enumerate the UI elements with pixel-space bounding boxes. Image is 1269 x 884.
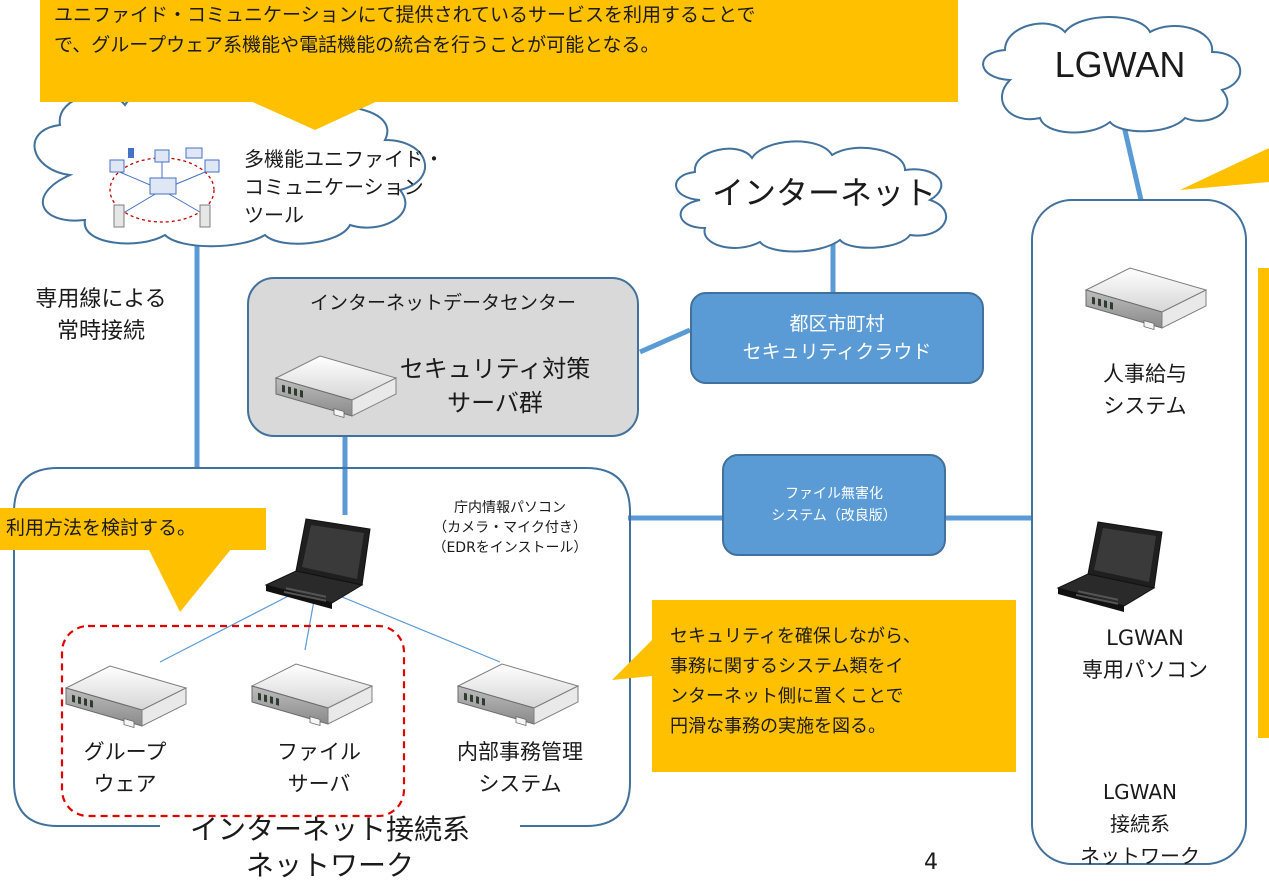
office-laptop-icon <box>265 518 371 610</box>
lan-lines <box>159 589 501 663</box>
groupware-file-selection <box>60 624 406 818</box>
hr-system-line2: システム <box>1103 394 1187 418</box>
dedicated-line-line2: 常時接続 <box>56 319 145 344</box>
edge-callout-pointer <box>1180 148 1269 190</box>
security-server-label: セキュリティ対策 サーバ群 <box>370 352 620 420</box>
lgwan-pc-line2: 専用パソコン <box>1082 658 1208 682</box>
internet-cloud-icon <box>675 140 948 253</box>
lgwan-cloud-icon <box>982 16 1242 134</box>
security-cloud-line2: セキュリティクラウド <box>742 341 932 363</box>
hr-system-line1: 人事給与 <box>1103 362 1187 386</box>
file-sanitize-line2: システム（改良版） <box>771 508 897 524</box>
office-pc-line2: （カメラ・マイク付き） <box>433 520 587 536</box>
left-callout-pointer <box>148 548 232 612</box>
internal-system-label: 内部事務管理 システム <box>440 736 600 800</box>
security-server-line1: セキュリティ対策 <box>399 355 591 383</box>
unified-comm-line3: ツール <box>244 203 304 227</box>
top-callout: ユニファイド・コミュニケーションにて提供されているサービスを利用することで で、… <box>40 0 958 102</box>
lgwan-pc-label: LGWAN 専用パソコン <box>1055 622 1235 686</box>
internal-system-server-icon <box>457 663 579 726</box>
internet-cloud-label: インターネット <box>711 174 936 212</box>
page-number: 4 <box>924 850 938 875</box>
security-cloud-box: 都区市町村 セキュリティクラウド <box>690 292 984 384</box>
top-callout-line1: ユニファイド・コミュニケーションにて提供されているサービスを利用することで <box>54 4 756 26</box>
internet-network-frame <box>13 467 631 827</box>
edge-callout <box>1256 268 1269 738</box>
unified-comm-line2: コミュニケーション <box>244 175 424 199</box>
office-pc-line3: （EDRをインストール） <box>432 540 588 556</box>
security-cloud-line1: 都区市町村 <box>789 313 885 335</box>
network-topology-icon <box>109 147 220 228</box>
lgwan-network-frame <box>1031 199 1247 865</box>
internal-system-line2: システム <box>478 772 562 796</box>
right-callout-line3: ンターネット側に置くことで <box>670 686 904 707</box>
internet-network-line2: ネットワーク <box>245 849 414 882</box>
groupware-server-icon <box>65 665 187 728</box>
unified-comm-label: 多機能ユニファイド・ コミュニケーション ツール <box>244 145 444 229</box>
lgwan-network-line3: ネットワーク <box>1080 844 1200 868</box>
groupware-line2: ウェア <box>93 772 157 796</box>
internal-system-line1: 内部事務管理 <box>457 740 583 764</box>
office-pc-label: 庁内情報パソコン （カメラ・マイク付き） （EDRをインストール） <box>400 498 620 558</box>
lgwan-network-line2: 接続系 <box>1110 812 1170 836</box>
internet-network-line1: インターネット接続系 <box>189 813 470 846</box>
lgwan-network-line1: LGWAN <box>1103 780 1177 804</box>
file-server-label: ファイル サーバ <box>254 736 384 800</box>
right-callout-line1: セキュリティを確保しながら、 <box>670 626 921 647</box>
left-callout: 利用方法を検討する。 <box>0 508 266 550</box>
right-callout-line4: 円滑な事務の実施を図る。 <box>670 716 886 737</box>
dedicated-line-label: 専用線による 常時接続 <box>6 284 196 348</box>
unified-comm-line1: 多機能ユニファイド・ <box>244 147 444 171</box>
lgwan-laptop-icon <box>1057 521 1163 613</box>
idc-title: インターネットデータセンター <box>309 292 576 314</box>
hr-system-label: 人事給与 システム <box>1070 358 1220 422</box>
lgwan-pc-line1: LGWAN <box>1106 626 1184 650</box>
top-callout-pointer <box>248 100 380 130</box>
security-server-line2: サーバ群 <box>447 389 543 417</box>
file-server-icon <box>251 663 373 726</box>
lgwan-cloud-label: LGWAN <box>1054 44 1186 85</box>
internet-network-label: インターネット接続系 ネットワーク <box>130 812 530 884</box>
left-callout-text: 利用方法を検討する。 <box>6 517 197 539</box>
file-server-line2: サーバ <box>287 772 351 796</box>
top-callout-line2: で、グループウェア系機能や電話機能の統合を行うことが可能となる。 <box>54 34 660 56</box>
groupware-label: グループ ウェア <box>60 736 190 800</box>
dedicated-line-line1: 専用線による <box>35 287 167 312</box>
groupware-line1: グループ <box>83 740 167 764</box>
right-callout: セキュリティを確保しながら、 事務に関するシステム類をイ ンターネット側に置くこ… <box>652 600 1016 772</box>
right-callout-pointer <box>612 640 652 680</box>
file-server-line1: ファイル <box>277 740 361 764</box>
lgwan-network-label: LGWAN 接続系 ネットワーク <box>1050 776 1230 872</box>
file-sanitize-box: ファイル無害化 システム（改良版） <box>722 454 946 556</box>
office-pc-line1: 庁内情報パソコン <box>454 500 566 516</box>
right-callout-line2: 事務に関するシステム類をイ <box>670 656 904 677</box>
file-sanitize-line1: ファイル無害化 <box>785 486 883 502</box>
hr-server-icon <box>1085 267 1207 330</box>
